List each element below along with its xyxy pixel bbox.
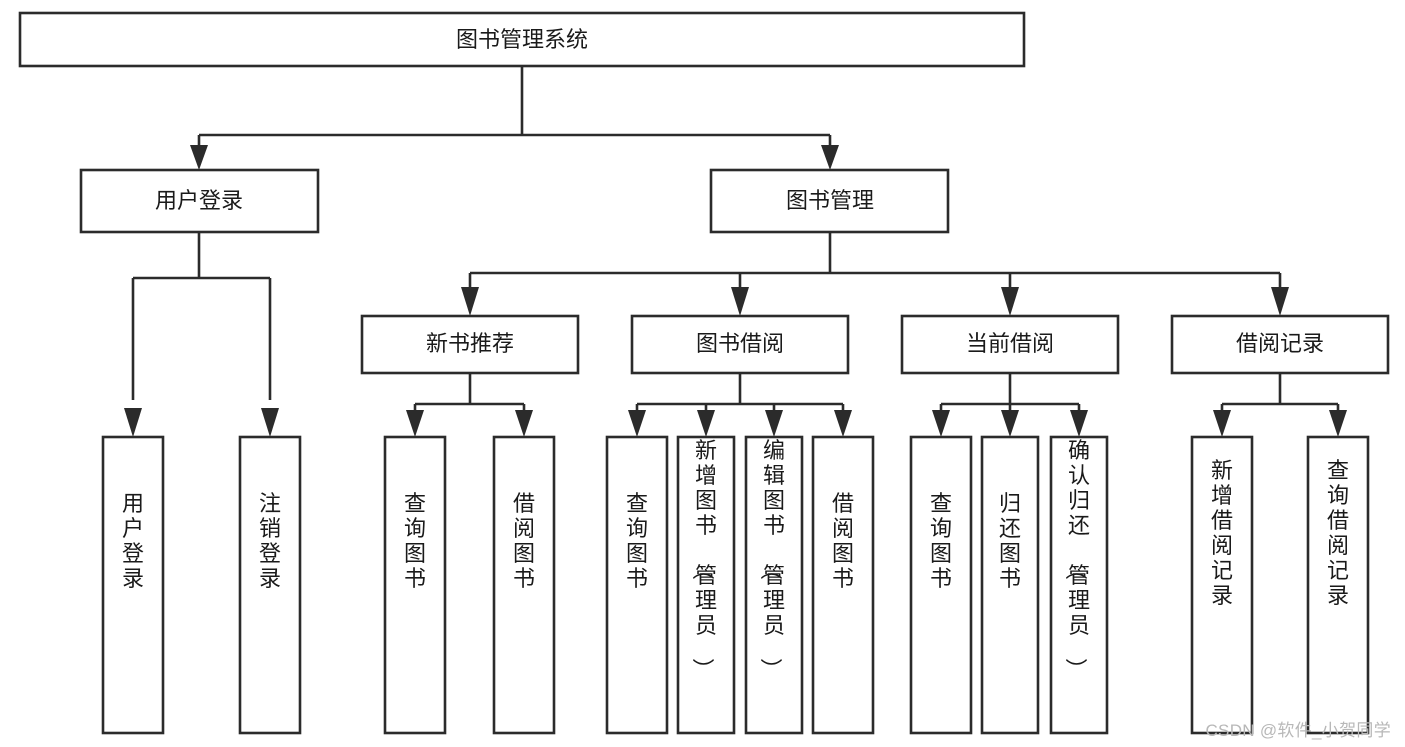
node-new-book-rec[interactable]: 新书推荐 — [360, 314, 580, 375]
node-leaf-return-book[interactable]: 归还图书 — [980, 435, 1040, 735]
node-leaf-add-record[interactable]: 新增借阅记录 — [1190, 435, 1254, 735]
node-leaf-query-record[interactable]: 查询借阅记录 — [1306, 435, 1370, 735]
arrow-head-book-borrow — [731, 287, 749, 316]
node-book-borrow-box[interactable] — [630, 314, 850, 375]
node-leaf-add-book[interactable]: 新增图书（管理员） — [676, 435, 736, 735]
node-leaf-return-book-label: 归还图书 — [999, 491, 1021, 591]
node-leaf-query-book-2-label: 查询图书 — [626, 491, 648, 591]
node-leaf-add-record-box[interactable] — [1190, 435, 1254, 735]
arrow-head-leaf-borrow-book-2 — [834, 410, 852, 437]
arrow-head-leaf-add-book — [697, 410, 715, 437]
node-user-login[interactable]: 用户登录 — [79, 168, 320, 234]
node-leaf-query-record-box[interactable] — [1306, 435, 1370, 735]
node-leaf-query-book-2[interactable]: 查询图书 — [605, 435, 669, 735]
node-leaf-user-login-label: 用户登录 — [122, 491, 144, 591]
node-leaf-confirm-return[interactable]: 确认归还（管理员） — [1049, 435, 1109, 735]
node-leaf-borrow-book-1-label: 借阅图书 — [513, 491, 535, 591]
arrow-head-leaf-return-book — [1001, 410, 1019, 437]
node-leaf-query-book-1-box[interactable] — [383, 435, 447, 735]
node-user-login-box[interactable] — [79, 168, 320, 234]
node-root[interactable]: 图书管理系统 — [18, 11, 1026, 68]
node-leaf-borrow-book-2-label: 借阅图书 — [832, 491, 854, 591]
arrow-head-leaf-user-login — [124, 408, 142, 437]
arrow-head-user-login — [190, 145, 208, 170]
node-leaf-query-record-label: 查询借阅记录 — [1327, 458, 1349, 608]
node-leaf-confirm-return-box[interactable] — [1049, 435, 1109, 735]
node-borrow-record[interactable]: 借阅记录 — [1170, 314, 1390, 375]
arrow-head-book-manage — [821, 145, 839, 170]
connector-group — [124, 66, 1347, 437]
arrow-head-borrow-record — [1271, 287, 1289, 316]
node-borrow-record-box[interactable] — [1170, 314, 1390, 375]
node-leaf-borrow-book-2[interactable]: 借阅图书 — [811, 435, 875, 735]
arrow-head-leaf-query-book-2 — [628, 410, 646, 437]
node-leaf-borrow-book-1-box[interactable] — [492, 435, 556, 735]
arrow-head-leaf-query-book-3 — [932, 410, 950, 437]
node-book-manage-label: 图书管理 — [786, 188, 874, 213]
node-current-borrow-label: 当前借阅 — [966, 331, 1054, 356]
node-leaf-edit-book[interactable]: 编辑图书（管理员） — [744, 435, 804, 735]
node-leaf-query-book-2-box[interactable] — [605, 435, 669, 735]
node-new-book-rec-box[interactable] — [360, 314, 580, 375]
node-current-borrow-box[interactable] — [900, 314, 1120, 375]
node-leaf-logout-box[interactable] — [238, 435, 302, 735]
node-leaf-confirm-return-label: 确认归还（管理员） — [1063, 438, 1090, 680]
node-leaf-borrow-book-1[interactable]: 借阅图书 — [492, 435, 556, 735]
node-leaf-add-book-box[interactable] — [676, 435, 736, 735]
node-leaf-edit-book-label: 编辑图书（管理员） — [758, 438, 785, 680]
node-leaf-query-book-3-box[interactable] — [909, 435, 973, 735]
node-leaf-return-book-box[interactable] — [980, 435, 1040, 735]
node-leaf-query-book-1[interactable]: 查询图书 — [383, 435, 447, 735]
node-leaf-user-login-box[interactable] — [101, 435, 165, 735]
arrow-head-leaf-borrow-book-1 — [515, 410, 533, 437]
node-leaf-query-book-1-label: 查询图书 — [404, 491, 426, 591]
node-leaf-query-book-3-label: 查询图书 — [930, 491, 952, 591]
node-user-login-label: 用户登录 — [155, 188, 243, 213]
node-root-label: 图书管理系统 — [456, 27, 588, 52]
arrow-head-leaf-confirm-return — [1070, 410, 1088, 437]
node-current-borrow[interactable]: 当前借阅 — [900, 314, 1120, 375]
node-book-borrow-label: 图书借阅 — [696, 331, 784, 356]
arrow-head-leaf-query-book-1 — [406, 410, 424, 437]
node-leaf-add-record-label: 新增借阅记录 — [1211, 458, 1233, 608]
node-book-borrow[interactable]: 图书借阅 — [630, 314, 850, 375]
node-book-manage[interactable]: 图书管理 — [709, 168, 950, 234]
csdn-watermark: CSDN @软件_小贺同学 — [1205, 721, 1391, 740]
node-leaf-user-login[interactable]: 用户登录 — [101, 435, 165, 735]
arrow-head-current-borrow — [1001, 287, 1019, 316]
arrow-head-new-book-rec — [461, 287, 479, 316]
node-leaf-edit-book-box[interactable] — [744, 435, 804, 735]
node-leaf-logout-label: 注销登录 — [259, 491, 281, 591]
arrow-head-leaf-query-record — [1329, 410, 1347, 437]
node-leaf-add-book-label: 新增图书（管理员） — [690, 438, 717, 680]
node-leaf-logout[interactable]: 注销登录 — [238, 435, 302, 735]
arrow-head-leaf-add-record — [1213, 410, 1231, 437]
node-book-manage-box[interactable] — [709, 168, 950, 234]
arrow-head-leaf-logout — [261, 408, 279, 437]
node-new-book-rec-label: 新书推荐 — [426, 331, 514, 356]
node-leaf-query-book-3[interactable]: 查询图书 — [909, 435, 973, 735]
arrow-head-leaf-edit-book — [765, 410, 783, 437]
node-root-box[interactable] — [18, 11, 1026, 68]
node-borrow-record-label: 借阅记录 — [1236, 331, 1324, 356]
node-leaf-borrow-book-2-box[interactable] — [811, 435, 875, 735]
